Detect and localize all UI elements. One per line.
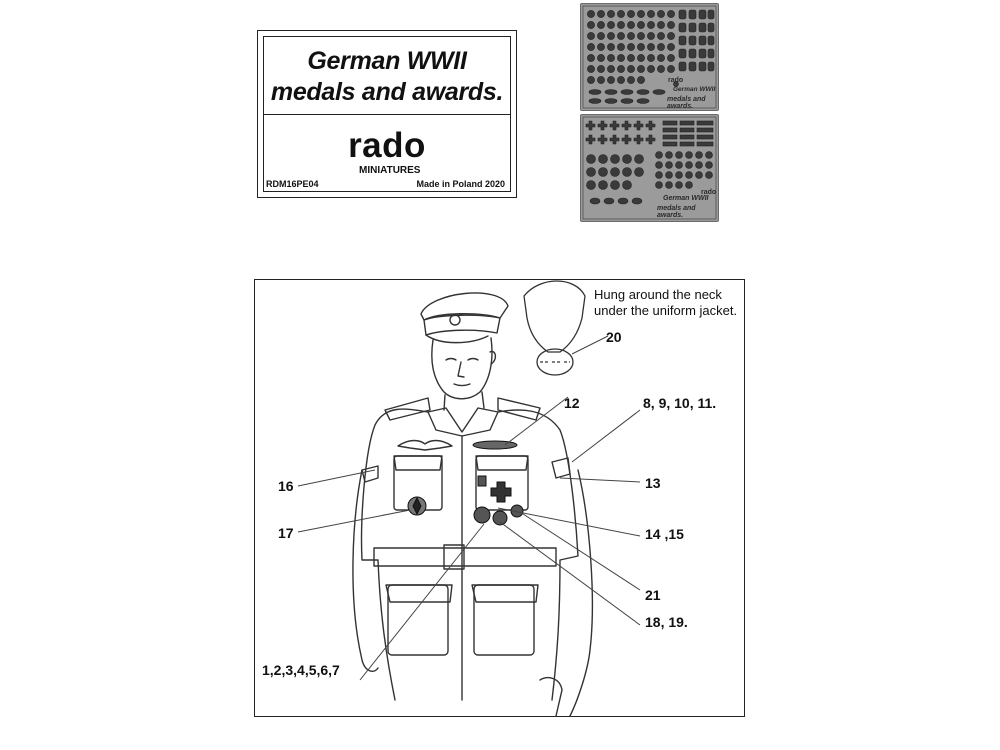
- callout-21: 21: [645, 587, 661, 603]
- callout-13: 13: [645, 475, 661, 491]
- callout-18-19: 18, 19.: [645, 614, 688, 630]
- cap-cockade: [449, 314, 461, 326]
- face-outline: [431, 337, 493, 400]
- left-pocket-flap: [393, 455, 443, 471]
- fret-top-subtitle: medals and awards.: [667, 96, 706, 110]
- product-code: RDM16PE04: [266, 179, 319, 189]
- right-arm: [569, 469, 594, 717]
- left-sleeve-patch: [361, 465, 379, 483]
- photo-etch-fret-top: rado German WWII medals and awards.: [580, 3, 719, 111]
- soldier-illustration: [297, 280, 641, 717]
- fret-bottom-brand: rado: [701, 189, 717, 196]
- neck-ribbon: [523, 280, 586, 353]
- medal-18: [492, 510, 508, 526]
- callout-17: 17: [278, 525, 294, 541]
- iron-cross: [490, 481, 512, 503]
- left-lower-pocket: [387, 584, 449, 656]
- leader-8-11: [571, 409, 641, 463]
- right-lower-flap: [471, 584, 539, 603]
- brand-subtitle: MINIATURES: [359, 165, 421, 176]
- leader-12: [504, 396, 569, 446]
- ribbon-bar: [477, 475, 487, 487]
- right-pocket-flap: [475, 455, 529, 471]
- jacket-right-side: [497, 409, 579, 701]
- neck-order-note: Hung around the neck under the uniform j…: [594, 287, 737, 319]
- fret-bottom-parts: [582, 116, 717, 220]
- belt-buckle: [443, 544, 465, 570]
- right-shoulder-strap: [497, 397, 541, 421]
- leader-18-19: [499, 521, 641, 626]
- callout-12: 12: [564, 395, 580, 411]
- label-divider: [264, 114, 510, 115]
- instruction-frame: [254, 279, 745, 717]
- leader-20: [571, 335, 609, 355]
- fret-top-parts: [582, 5, 717, 109]
- note-line2: under the uniform jacket.: [594, 303, 738, 318]
- leader-14-15: [497, 507, 641, 537]
- belt: [373, 547, 557, 567]
- right-hand: [539, 677, 563, 717]
- cap-band: [423, 314, 501, 336]
- callout-14-15: 14 ,15: [645, 526, 684, 542]
- label-title-line2: medals and awards.: [270, 78, 504, 106]
- neck: [443, 391, 485, 411]
- nose: [457, 361, 465, 378]
- eagle-emblem: [397, 439, 453, 451]
- callout-1-7: 1,2,3,4,5,6,7: [262, 662, 340, 678]
- ear: [489, 350, 497, 365]
- badge-star: [412, 496, 422, 516]
- photo-etch-fret-bottom: rado German WWII medals and awards.: [580, 114, 719, 222]
- product-label: German WWII medals and awards. rado MINI…: [257, 30, 517, 198]
- leader-1-7: [359, 523, 485, 681]
- callout-16: 16: [278, 478, 294, 494]
- left-arm: [352, 469, 379, 672]
- fret-bottom-subtitle: medals and awards.: [657, 205, 696, 219]
- left-lower-flap: [385, 584, 453, 603]
- close-combat-clasp: [472, 440, 518, 450]
- collar: [427, 407, 499, 437]
- callout-8-11: 8, 9, 10, 11.: [643, 395, 717, 411]
- brand-logo-text: rado: [348, 126, 426, 165]
- fret-bottom-title: German WWII: [663, 195, 709, 202]
- jacket-left-side: [360, 408, 429, 701]
- left-shoulder-strap: [384, 397, 431, 421]
- fret-top-title: German WWII: [673, 86, 716, 93]
- cap-visor: [425, 334, 489, 344]
- cap-crown: [420, 292, 509, 321]
- neck-order-medal: [536, 348, 574, 376]
- note-line1: Hung around the neck: [594, 287, 722, 302]
- leader-13: [559, 477, 641, 483]
- leader-17: [297, 509, 411, 533]
- right-sleeve-patch: [551, 457, 571, 479]
- callout-20: 20: [606, 329, 622, 345]
- made-in-text: Made in Poland 2020: [416, 179, 505, 189]
- label-inner-frame: German WWII medals and awards. rado MINI…: [263, 36, 511, 192]
- fret-top-brand: rado: [668, 77, 684, 84]
- medal-14: [473, 506, 491, 524]
- right-lower-pocket: [473, 584, 535, 656]
- label-title-line1: German WWII: [307, 47, 467, 75]
- leader-21: [519, 511, 641, 591]
- leader-16: [297, 469, 376, 487]
- mouth: [453, 383, 471, 387]
- eyes: [445, 357, 479, 361]
